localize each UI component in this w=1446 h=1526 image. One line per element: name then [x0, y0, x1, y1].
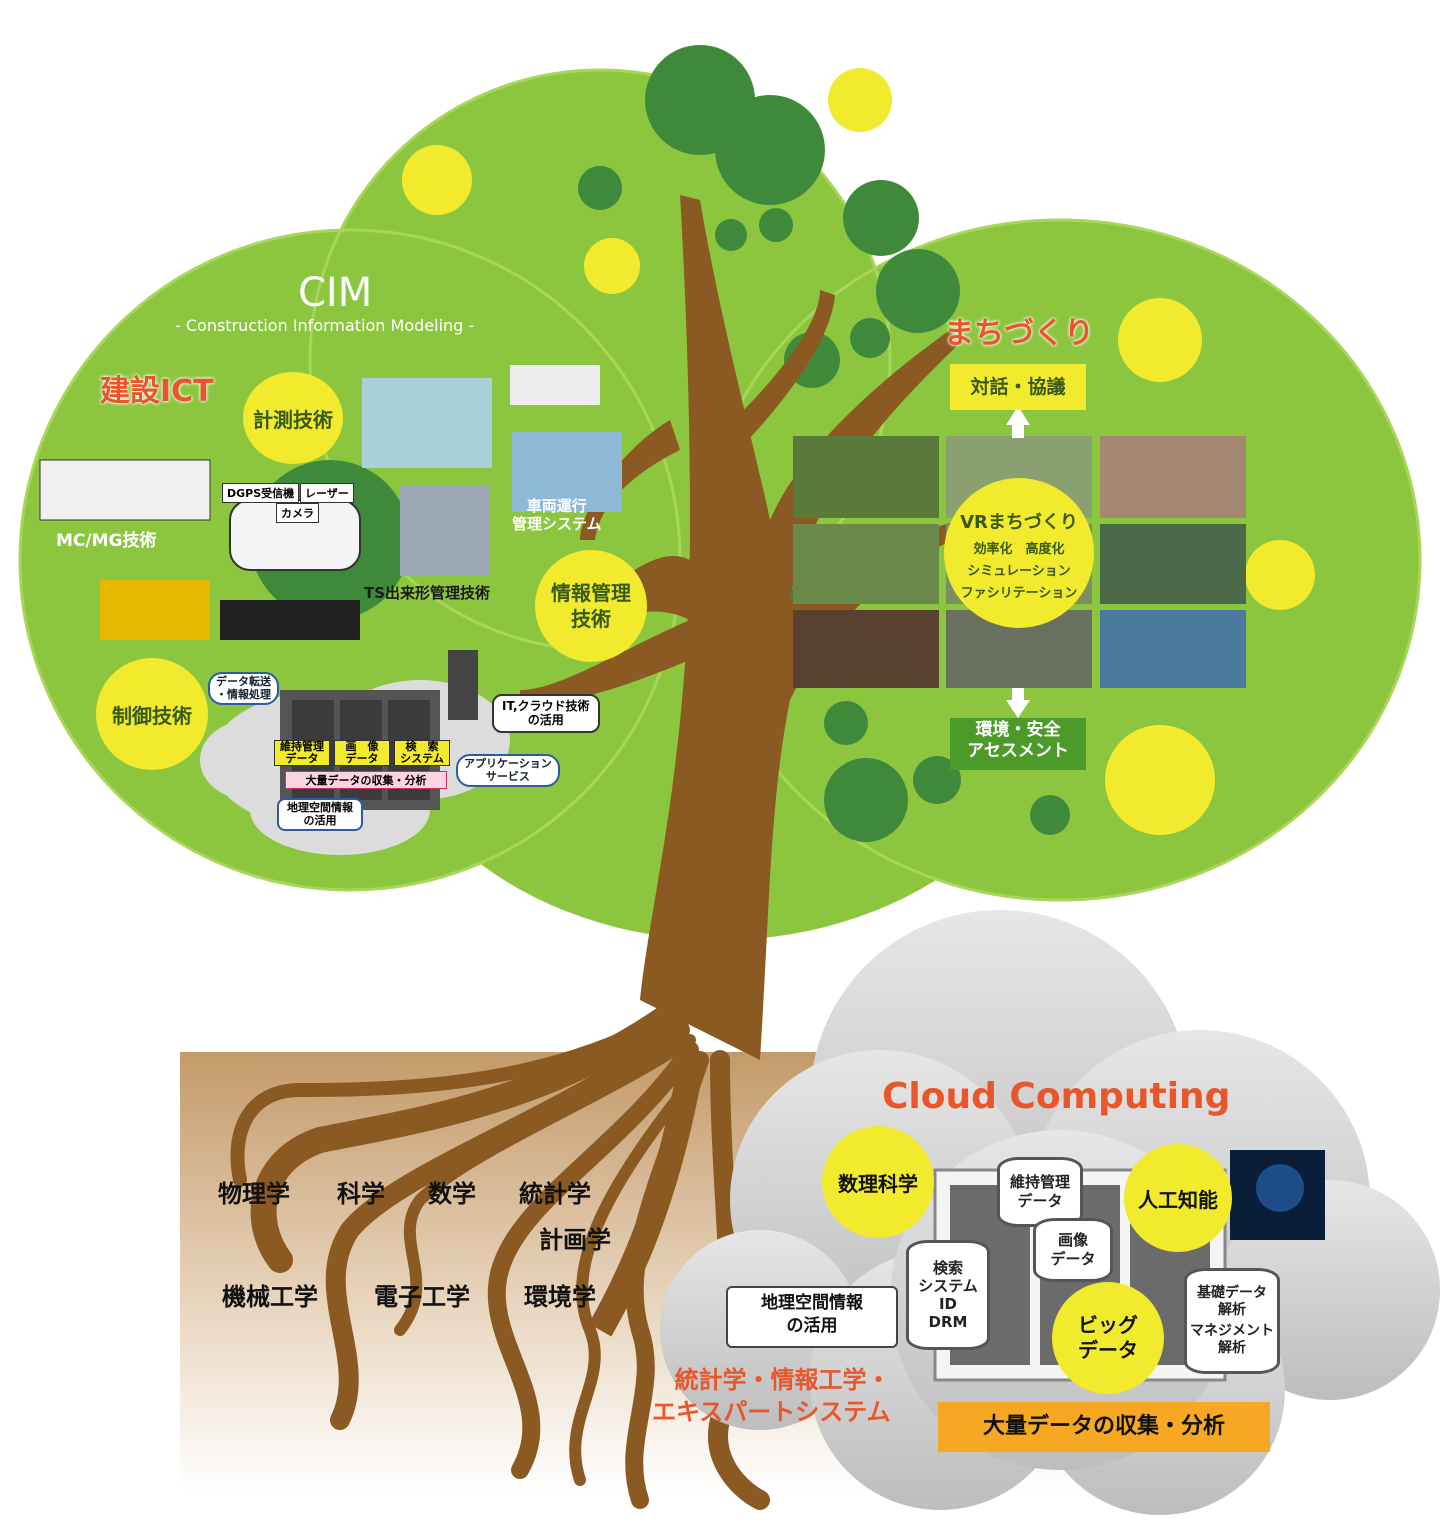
sharyo-label: 車両運行 管理システム — [512, 497, 602, 533]
root-word-keikaku: 計画学 — [539, 1226, 611, 1254]
root-word-kikai: 機械工学 — [222, 1283, 318, 1311]
vr-line1: 効率化 高度化 — [973, 542, 1065, 557]
cloud-kiso-db: 基礎データ 解析 マネジメント 解析 — [1184, 1268, 1280, 1374]
cloud-kensaku-db: 検索 システム ID DRM — [906, 1240, 990, 1350]
left-chiri-tag: 地理空間情報 の活用 — [277, 798, 363, 832]
kiso-label: 基礎データ 解析 — [1197, 1285, 1267, 1319]
arrow-down — [1006, 688, 1030, 718]
joho-kanri-bubble: 情報管理 技術 — [535, 550, 647, 662]
keisoku-bubble: 計測技術 — [243, 372, 343, 464]
root-word-kagaku: 科学 — [337, 1180, 385, 1208]
cloud-chiri-callout: 地理空間情報 の活用 — [726, 1286, 898, 1348]
root-orange-text: 統計学・情報工学・ エキスパートシステム — [652, 1366, 891, 1427]
machizukuri-heading: まちづくり — [944, 316, 1094, 351]
mc-mg-label: MC/MG技術 — [56, 531, 157, 551]
dgps-label: DGPS受信機 — [222, 483, 300, 503]
cloud-heading: Cloud Computing — [882, 1076, 1231, 1117]
cloud-iji-db: 維持管理 データ — [997, 1157, 1083, 1227]
seigyo-bubble: 制御技術 — [96, 658, 208, 770]
root-word-kankyo: 環境学 — [524, 1283, 596, 1311]
app-service-tag: アプリケーション サービス — [456, 754, 560, 788]
root-word-denshi: 電子工学 — [374, 1283, 470, 1311]
vr-bubble: VRまちづくり 効率化 高度化 シミュレーション ファシリテーション — [944, 478, 1094, 628]
data-tensou-tag: データ転送 ・情報処理 — [208, 672, 279, 706]
left-tairyo-band: 大量データの収集・分析 — [285, 771, 447, 789]
it-cloud-callout: IT,クラウド技術 の活用 — [492, 694, 600, 733]
vr-line2: シミュレーション — [967, 564, 1071, 579]
tree-roots — [230, 987, 770, 1510]
vr-title: VRまちづくり — [960, 512, 1078, 533]
cloud-gazou-db: 画像 データ — [1033, 1218, 1113, 1282]
cloud-tairyo-banner: 大量データの収集・分析 — [938, 1402, 1270, 1452]
equipment-graphics — [39, 365, 622, 720]
cim-subtitle: - Construction Information Modeling - — [175, 316, 475, 335]
arrow-up — [1006, 406, 1030, 438]
laser-label: レーザー — [300, 483, 354, 503]
cim-title: CIM — [298, 270, 373, 316]
left-gazou-db: 画 像 データ — [334, 740, 390, 767]
big-data-bubble: ビッグ データ — [1052, 1282, 1164, 1394]
root-word-butsuri: 物理学 — [218, 1180, 290, 1208]
kensetsu-ict-heading: 建設ICT — [100, 374, 214, 409]
root-word-tokei: 統計学 — [519, 1180, 591, 1208]
suri-bubble: 数理科学 — [822, 1126, 934, 1238]
trunk-overlay — [588, 1067, 703, 1337]
root-word-sugaku: 数学 — [428, 1180, 476, 1208]
kankyo-box: 環境・安全 アセスメント — [950, 718, 1086, 770]
ts-label: TS出来形管理技術 — [364, 584, 491, 602]
left-iji-kanri-db: 維持管理 データ — [274, 740, 330, 767]
jinko-bubble: 人工知能 — [1124, 1144, 1232, 1252]
camera-label: カメラ — [276, 503, 319, 523]
manage-label: マネジメント 解析 — [1190, 1323, 1274, 1356]
left-kensaku-db: 検 索 システム — [394, 740, 450, 767]
taiwa-box: 対話・協議 — [950, 364, 1086, 410]
vr-line3: ファシリテーション — [960, 586, 1078, 601]
